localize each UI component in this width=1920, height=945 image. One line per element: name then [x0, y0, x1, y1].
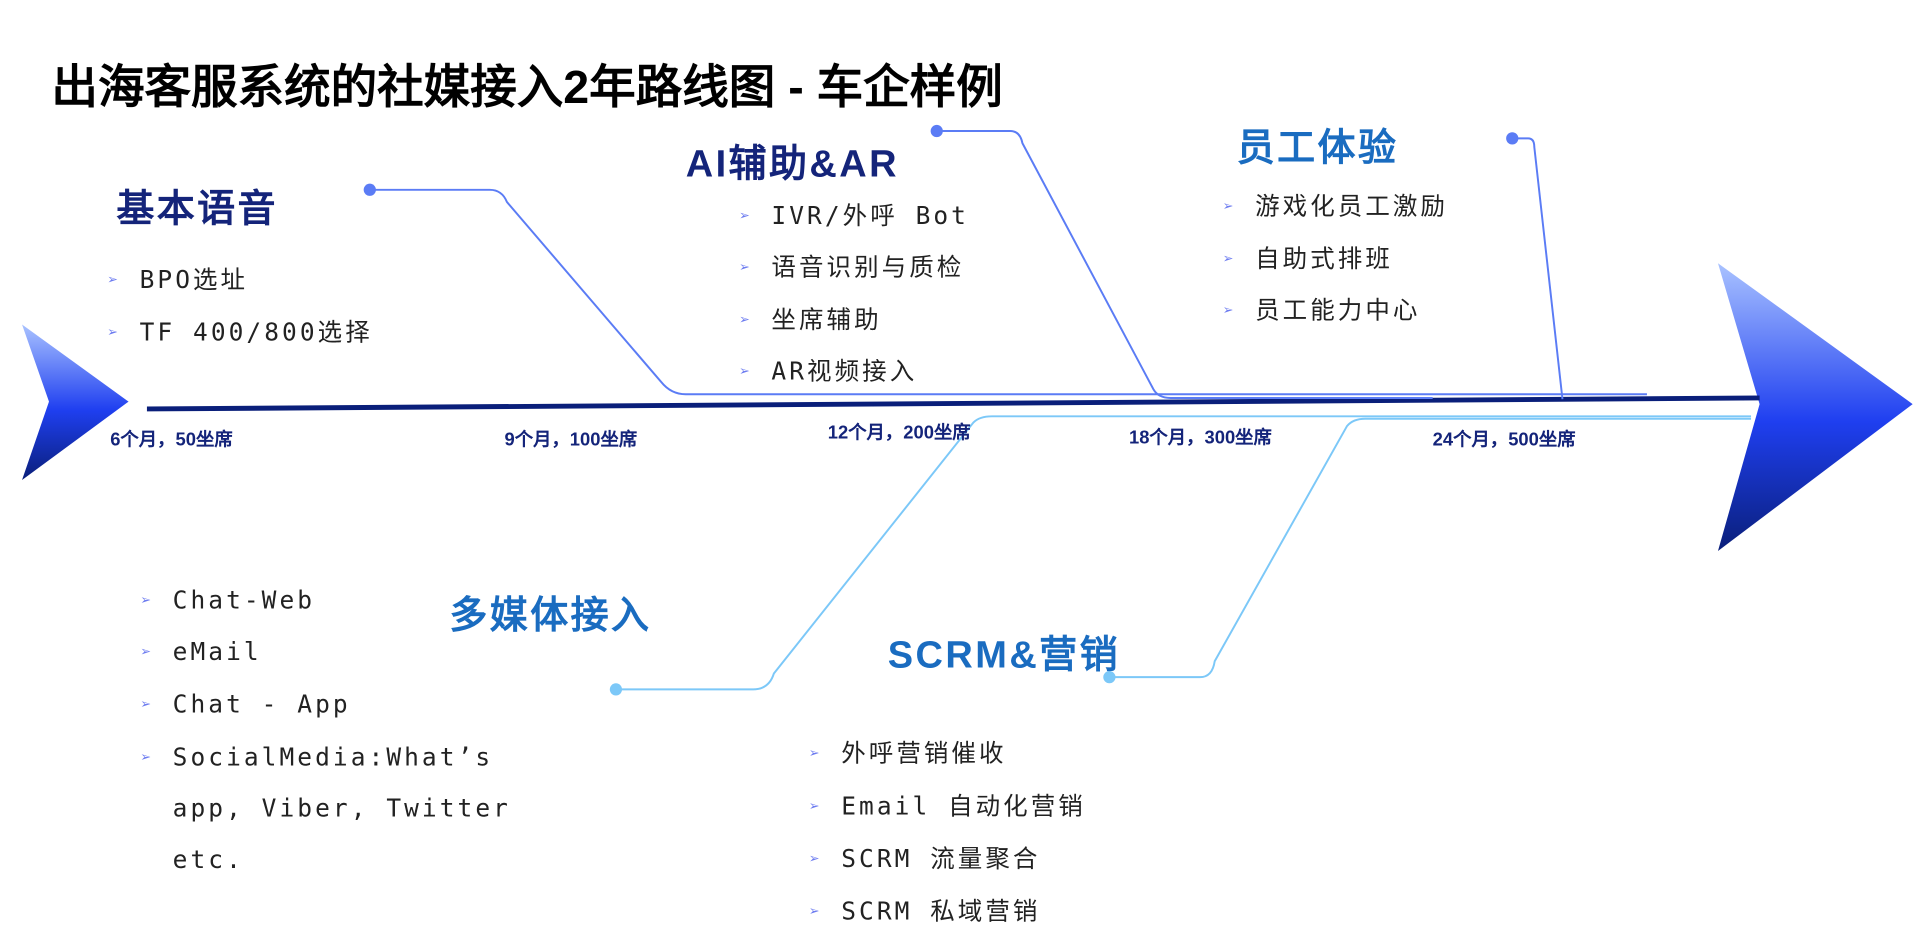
item-text: AR视频接入 [771, 356, 918, 386]
chevron-right-icon: ➢ [140, 748, 152, 768]
item-text: SCRM 私域营销 [841, 896, 1041, 926]
end-arrow-icon [1717, 263, 1913, 552]
list-item: ➢ Chat-Web [141, 585, 315, 614]
heading-basic-voice: 基本语音 [116, 187, 278, 231]
chevron-right-icon: ➢ [1223, 249, 1234, 270]
list-item: ➢ 自助式排班 [1223, 239, 1393, 275]
dot-basic-voice [363, 183, 376, 196]
list-item: ➢ Chat - App [141, 689, 351, 718]
chevron-right-icon: ➢ [739, 362, 750, 383]
milestone-label: 18个月，300坐席 [1128, 427, 1272, 449]
item-text: 语音识别与质检 [771, 252, 965, 282]
connector-multimedia [615, 415, 1752, 691]
dot-ai-ar [930, 124, 943, 138]
milestone-label: 24个月，500坐席 [1432, 429, 1576, 451]
dot-scrm [1103, 671, 1116, 684]
list-item: ➢ 语音识别与质检 [740, 247, 965, 283]
heading-scrm: SCRM&营销 [887, 633, 1121, 676]
item-text: 自助式排班 [1255, 243, 1393, 274]
list-item: ➢ 员工能力中心 [1223, 290, 1420, 326]
chevron-right-icon: ➢ [107, 270, 119, 291]
list-item: ➢ IVR/外呼 Bot [740, 196, 969, 232]
item-text: SCRM 流量聚合 [841, 843, 1041, 874]
dot-multimedia [609, 683, 623, 696]
timeline-axis [146, 395, 1760, 412]
item-text: 坐席辅助 [771, 304, 882, 335]
chevron-right-icon: ➢ [1223, 301, 1234, 321]
chevron-right-icon: ➢ [739, 206, 750, 227]
list-item: ➢ AR视频接入 [740, 351, 918, 387]
list-item: ➢ 坐席辅助 [740, 300, 882, 336]
list-item: ➢ TF 400/800选择 [108, 312, 373, 348]
item-text: 游戏化员工激励 [1255, 191, 1448, 221]
list-item: ➢ SCRM 私域营销 [809, 891, 1040, 927]
item-text: Chat - App [172, 689, 351, 719]
list-item: ➢ BPO选址 [108, 260, 248, 296]
chevron-right-icon: ➢ [140, 642, 152, 663]
chevron-right-icon: ➢ [809, 849, 820, 870]
list-item: ➢ SocialMedia:What’s [141, 742, 493, 771]
item-text: BPO选址 [139, 264, 249, 294]
list-item: ➢ eMail [141, 637, 262, 666]
page-title: 出海客服系统的社媒接入2年路线图 - 车企样例 [51, 62, 1003, 114]
list-item-continuation: app, Viber, Twitter [172, 793, 511, 823]
item-text: IVR/外呼 Bot [771, 200, 969, 231]
connector-employee [1512, 137, 1564, 400]
heading-ai-ar: AI辅助&AR [685, 142, 899, 185]
list-item: ➢ 外呼营销催收 [809, 733, 1006, 769]
item-text: eMail [172, 636, 262, 667]
connector-basic-voice [369, 188, 1647, 396]
list-item: ➢ 游戏化员工激励 [1223, 186, 1448, 222]
chevron-right-icon: ➢ [809, 902, 820, 923]
item-text: 员工能力中心 [1255, 295, 1421, 325]
item-text: TF 400/800选择 [139, 317, 373, 347]
item-text: SocialMedia:What’s [172, 742, 494, 772]
connector-scrm [1109, 417, 1752, 679]
connector-ai-ar [936, 130, 1433, 399]
chevron-right-icon: ➢ [140, 695, 152, 716]
heading-multimedia: 多媒体接入 [449, 593, 652, 637]
milestone-label: 12个月，200坐席 [827, 422, 971, 444]
item-text: 外呼营销催收 [841, 738, 1007, 768]
chevron-right-icon: ➢ [809, 797, 820, 817]
chevron-right-icon: ➢ [107, 323, 119, 343]
start-arrow-icon [22, 324, 129, 481]
heading-employee: 员工体验 [1236, 126, 1399, 169]
chevron-right-icon: ➢ [739, 258, 750, 278]
milestone-label: 9个月，100坐席 [504, 429, 638, 451]
item-text: Chat-Web [172, 585, 316, 615]
chevron-right-icon: ➢ [1223, 197, 1234, 217]
chevron-right-icon: ➢ [140, 591, 152, 612]
list-item: ➢ SCRM 流量聚合 [809, 839, 1040, 875]
item-text: Email 自动化营销 [841, 791, 1086, 821]
list-item-continuation: etc. [172, 844, 244, 875]
chevron-right-icon: ➢ [809, 744, 820, 765]
dot-employee [1506, 132, 1519, 145]
chevron-right-icon: ➢ [739, 311, 750, 331]
milestone-label: 6个月，50坐席 [110, 429, 233, 451]
list-item: ➢ Email 自动化营销 [809, 786, 1085, 822]
